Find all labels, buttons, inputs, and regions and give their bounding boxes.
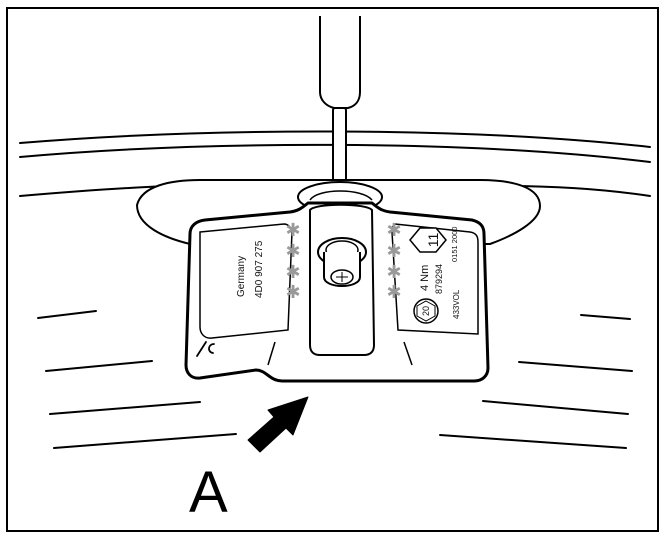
rim-line [439,434,627,449]
left-panel [199,223,293,339]
rim-line [45,360,153,372]
valve-nut [317,237,367,287]
callout-letter: A [189,460,228,525]
asterisk-icon: ✱ [285,262,300,283]
asterisk-icon: ✱ [285,241,300,262]
asterisk-column-right: ✱ ✱ ✱ ✱ [386,220,401,303]
recycle-mark-icon [196,341,215,357]
code-c-label: 433VOL [452,289,461,319]
rim-line [53,433,237,449]
right-panel [391,223,479,335]
screwdriver [319,16,361,204]
asterisk-icon: ✱ [285,282,300,303]
hexagon-icon: 11 [409,227,447,253]
round-badge-icon: 20 [413,298,439,324]
round-number: 20 [421,306,431,316]
rim-line [482,400,629,415]
torque-label: 4 Nm [419,265,431,291]
part-number-label: 4D0 907 275 [254,240,265,298]
left-edge-line [267,341,276,366]
arrow-icon [247,396,309,453]
asterisk-icon: ✱ [386,282,401,303]
rim-line [580,314,631,320]
rim-line [19,143,651,163]
rim-line [37,310,97,319]
code-b-label: 0151 2000 [450,227,459,262]
rim-line [518,361,633,372]
valve-ring-inner [309,190,373,201]
right-edge-line [403,341,413,366]
figure-frame [6,7,659,532]
code-a-label: 879294 [434,264,444,294]
asterisk-icon: ✱ [386,262,401,283]
sensor-panels [199,223,479,366]
rim-line [19,130,651,148]
rim-line [49,401,201,415]
asterisk-icon: ✱ [285,220,300,241]
asterisk-column-left: ✱ ✱ ✱ ✱ [285,220,300,303]
asterisk-icon: ✱ [386,220,401,241]
screwdriver-handle [319,16,361,109]
hex-number: 11 [425,233,441,248]
asterisk-icon: ✱ [386,241,401,262]
country-label: Germany [236,256,247,297]
